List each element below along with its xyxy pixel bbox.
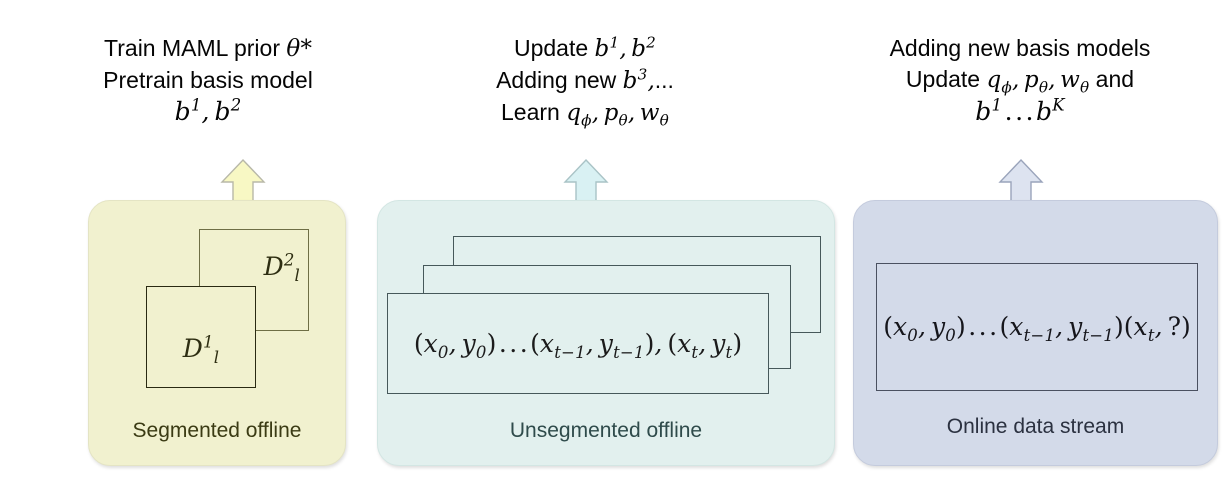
arrow-up-unsegmented-offline [563, 158, 609, 207]
online-stream-text: (x0, y0) . . . (xt−1, yt−1)(xt, ?) [883, 312, 1191, 345]
dataset-box-1-label: D1l [182, 332, 220, 367]
arrow-up-segmented-offline [220, 158, 266, 207]
caption-line-2: Pretrain basis model [103, 67, 313, 93]
panel-online-data-stream[interactable]: (x0, y0) . . . (xt−1, yt−1)(xt, ?) Onlin… [853, 200, 1218, 466]
dataset-box-1[interactable]: D1l [146, 286, 256, 388]
dataset-box-2-label: D2l [263, 250, 300, 285]
panel-segmented-offline[interactable]: D2l D1l Segmented offline [88, 200, 346, 466]
panel-unsegmented-offline[interactable]: (x0, y0) . . . (xt−1, yt−1), (xt, yt) Un… [377, 200, 835, 466]
caption-line-3: Learn qϕ, pθ, wθ [500, 99, 670, 130]
trajectory-card-text: (x0, y0) . . . (xt−1, yt−1), (xt, yt) [413, 328, 743, 362]
caption-online-data-stream: Adding new basis models Update qϕ, pθ, w… [855, 33, 1185, 128]
caption-line-3: b1, b2 [174, 95, 242, 126]
online-stream-box[interactable]: (x0, y0) . . . (xt−1, yt−1)(xt, ?) [876, 263, 1198, 391]
panel-label-online-data-stream: Online data stream [946, 415, 1125, 438]
caption-line-2: Update qϕ, pθ, wθ and [905, 66, 1135, 97]
panel-label-segmented-offline: Segmented offline [132, 419, 302, 442]
caption-line-3: b1 . . . bK [975, 95, 1065, 126]
trajectory-card-front[interactable]: (x0, y0) . . . (xt−1, yt−1), (xt, yt) [387, 293, 769, 394]
caption-line-1: Train MAML prior θ* [104, 35, 312, 62]
caption-segmented-offline: Train MAML prior θ* Pretrain basis model… [58, 33, 358, 128]
caption-unsegmented-offline: Update b1, b2 Adding new b3,... Learn qϕ… [435, 33, 735, 129]
arrow-up-online-data-stream [998, 158, 1044, 207]
caption-line-1: Adding new basis models [889, 35, 1151, 61]
panel-label-unsegmented-offline: Unsegmented offline [509, 419, 703, 442]
caption-line-2: Adding new b3,... [496, 65, 674, 94]
caption-line-1: Update b1, b2 [513, 33, 657, 62]
